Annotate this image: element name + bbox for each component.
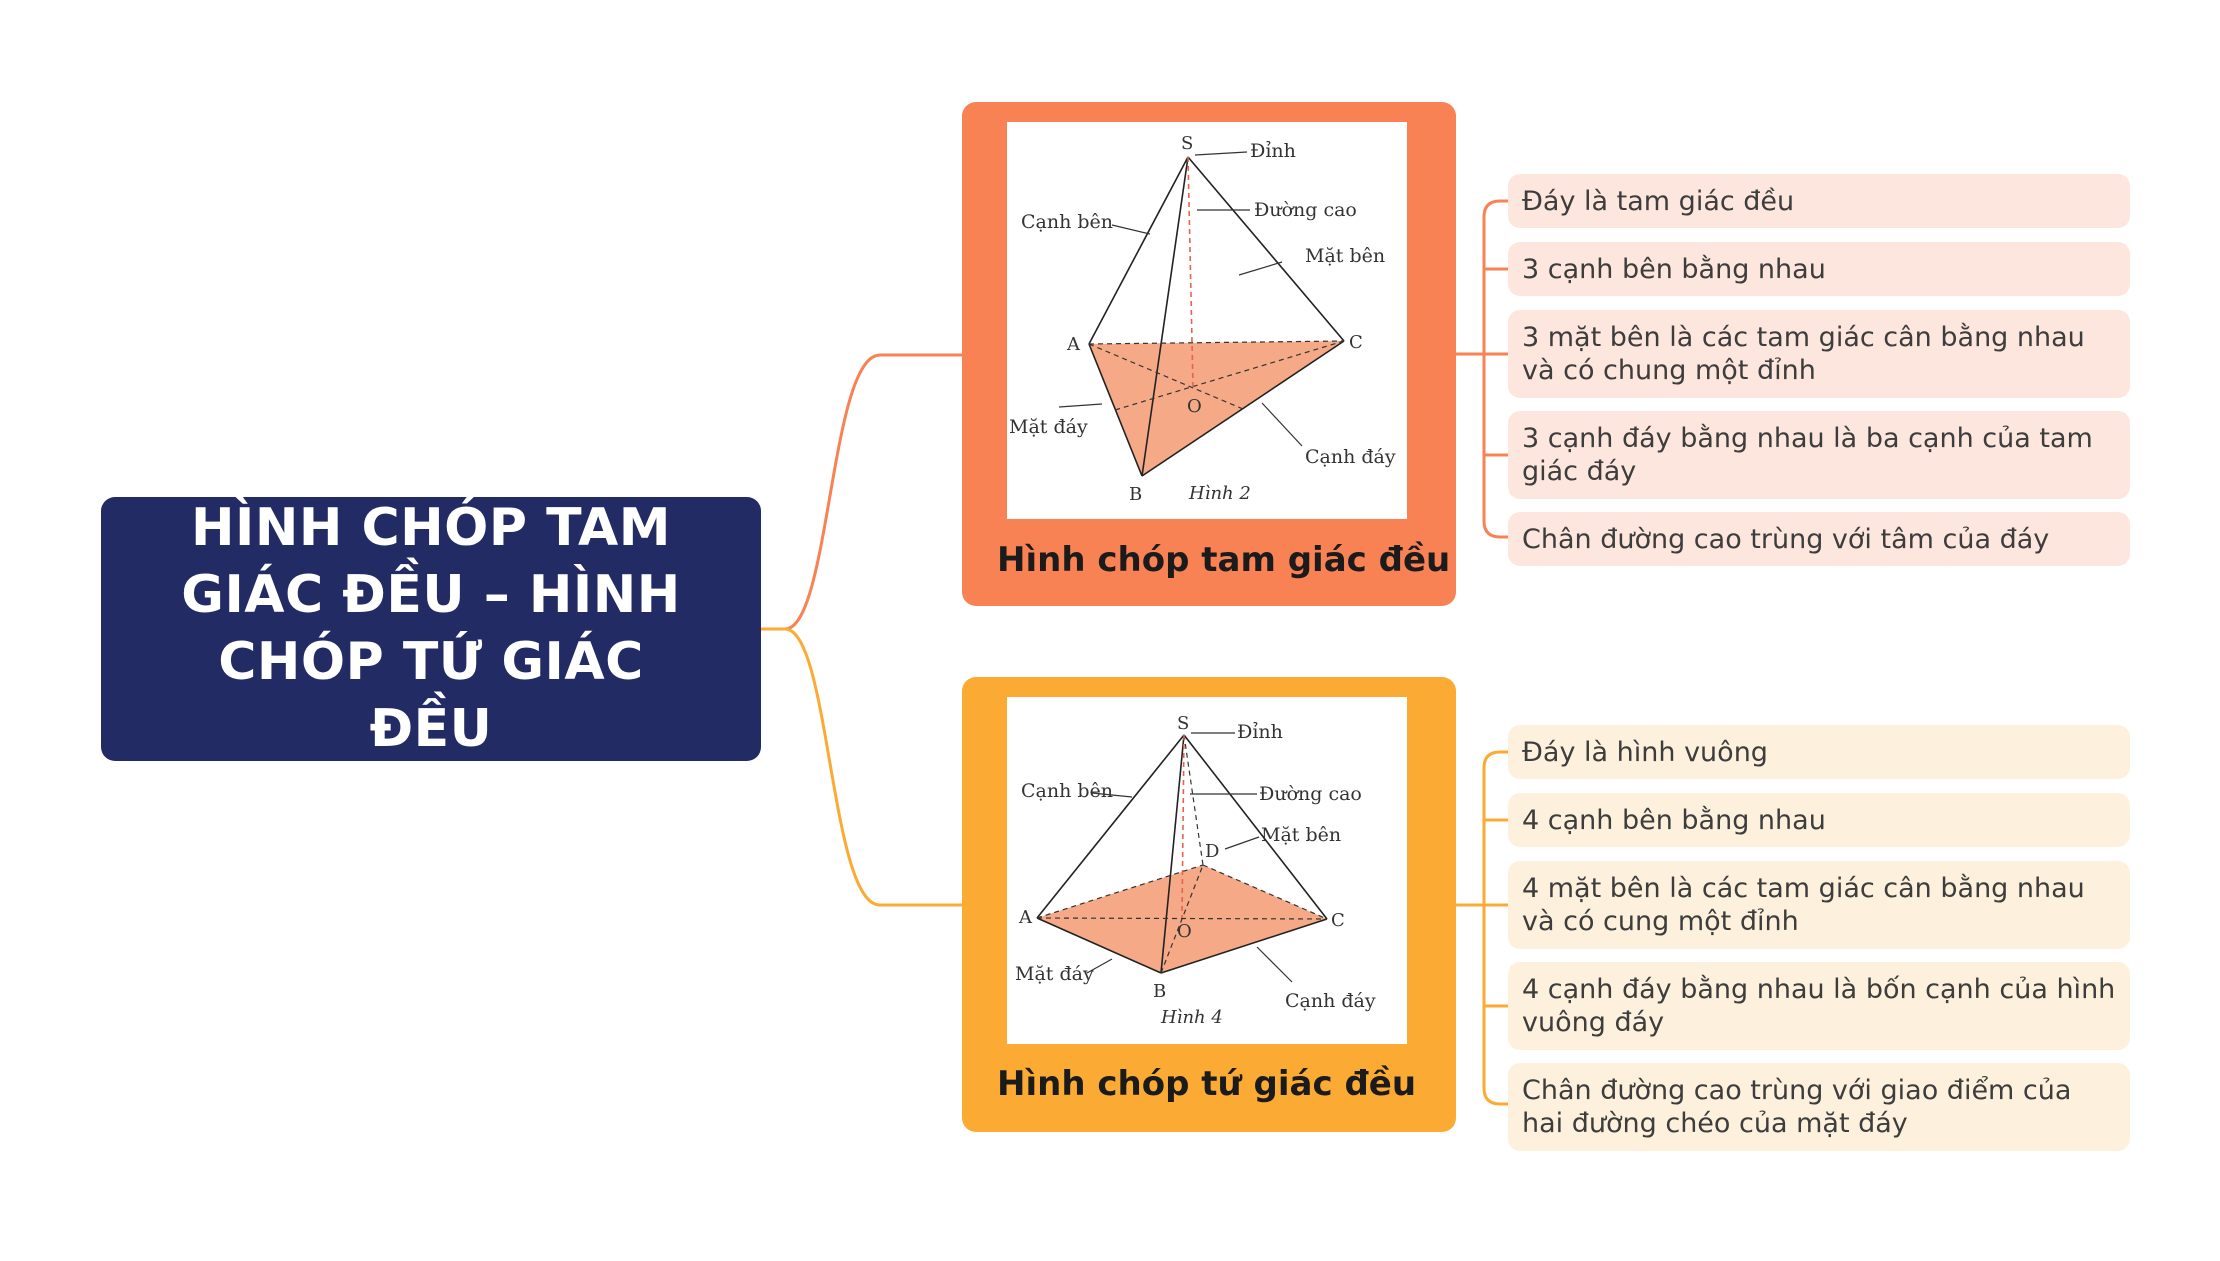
branch-label-triangular: Hình chóp tam giác đều [997, 540, 1451, 580]
annotation-lateral-edge: Cạnh bên [1021, 780, 1113, 802]
triangular-pyramid-figure: S A C B O Đỉnh Đường cao Cạnh bên Mặt bê… [1007, 122, 1407, 519]
annotation-base-face: Mặt đáy [1009, 416, 1088, 438]
label-vertex-c: C [1331, 910, 1345, 931]
label-apex-s: S [1181, 133, 1193, 154]
annotation-apex: Đỉnh [1237, 721, 1283, 743]
annotation-lateral-face: Mặt bên [1261, 824, 1341, 846]
leaf-triangular-lateral-faces[interactable]: 3 mặt bên là các tam giác cân bằng nhau … [1508, 310, 2130, 398]
leaf-triangular-lateral-edges[interactable]: 3 cạnh bên bằng nhau [1508, 242, 2130, 296]
label-vertex-c: C [1349, 332, 1363, 353]
annotation-apex: Đỉnh [1250, 140, 1296, 162]
connectors-triangle-leaves [1456, 199, 1508, 539]
label-vertex-d: D [1205, 841, 1219, 862]
branch-square-pyramid[interactable]: S A C B D O Đỉnh Đường cao Cạnh bên Mặt … [962, 677, 1456, 1132]
leaf-text: 4 cạnh đáy bằng nhau là bốn cạnh của hìn… [1522, 974, 2116, 1038]
annotation-base-edge: Cạnh đáy [1285, 990, 1376, 1012]
figure-caption: Hình 4 [1160, 1007, 1223, 1028]
leaf-text: Chân đường cao trùng với giao điểm của h… [1522, 1075, 2072, 1139]
leaf-text: 4 mặt bên là các tam giác cân bằng nhau … [1522, 873, 2085, 937]
leaf-text: Đáy là tam giác đều [1522, 185, 1795, 217]
leaf-triangular-base[interactable]: Đáy là tam giác đều [1508, 174, 2130, 228]
annotation-lateral-edge: Cạnh bên [1021, 211, 1113, 233]
label-vertex-b: B [1129, 484, 1142, 505]
leaf-triangular-base-edges[interactable]: 3 cạnh đáy bằng nhau là ba cạnh của tam … [1508, 411, 2130, 499]
label-foot-o: O [1177, 921, 1192, 942]
root-node[interactable]: HÌNH CHÓP TAM GIÁC ĐỀU – HÌNH CHÓP TỨ GI… [101, 497, 761, 761]
annotation-lateral-face: Mặt bên [1305, 245, 1385, 267]
annotation-base-face: Mặt đáy [1015, 963, 1094, 985]
connector-root-triangle [761, 353, 962, 631]
annotation-base-edge: Cạnh đáy [1305, 446, 1396, 468]
leaf-text: 3 mặt bên là các tam giác cân bằng nhau … [1522, 322, 2085, 386]
branch-triangular-pyramid[interactable]: S A C B O Đỉnh Đường cao Cạnh bên Mặt bê… [962, 102, 1456, 606]
label-vertex-b: B [1153, 981, 1166, 1002]
label-vertex-a: A [1018, 907, 1033, 928]
connectors-square-leaves [1456, 750, 1508, 1106]
connector-root-square [761, 627, 962, 907]
label-vertex-a: A [1066, 334, 1081, 355]
branch-label-square: Hình chóp tứ giác đều [997, 1064, 1417, 1104]
leaf-square-base-edges[interactable]: 4 cạnh đáy bằng nhau là bốn cạnh của hìn… [1508, 962, 2130, 1050]
label-foot-o: O [1187, 396, 1202, 417]
figure-caption: Hình 2 [1188, 483, 1251, 504]
leaf-text: Đáy là hình vuông [1522, 736, 1768, 768]
leaf-text: 3 cạnh đáy bằng nhau là ba cạnh của tam … [1522, 423, 2093, 487]
leaf-square-lateral-faces[interactable]: 4 mặt bên là các tam giác cân bằng nhau … [1508, 861, 2130, 949]
leaf-triangular-height-foot[interactable]: Chân đường cao trùng với tâm của đáy [1508, 512, 2130, 566]
annotation-height: Đường cao [1259, 783, 1362, 805]
leaf-square-height-foot[interactable]: Chân đường cao trùng với giao điểm của h… [1508, 1063, 2130, 1151]
base-face [1089, 341, 1344, 476]
leaf-square-lateral-edges[interactable]: 4 cạnh bên bằng nhau [1508, 793, 2130, 847]
leaf-text: 4 cạnh bên bằng nhau [1522, 804, 1826, 836]
root-title: HÌNH CHÓP TAM GIÁC ĐỀU – HÌNH CHÓP TỨ GI… [181, 498, 681, 759]
label-apex-s: S [1177, 713, 1189, 734]
leaf-text: 3 cạnh bên bằng nhau [1522, 253, 1826, 285]
leaf-square-base[interactable]: Đáy là hình vuông [1508, 725, 2130, 779]
annotation-height: Đường cao [1254, 199, 1357, 221]
leaf-text: Chân đường cao trùng với tâm của đáy [1522, 523, 2050, 555]
square-pyramid-figure: S A C B D O Đỉnh Đường cao Cạnh bên Mặt … [1007, 697, 1407, 1044]
